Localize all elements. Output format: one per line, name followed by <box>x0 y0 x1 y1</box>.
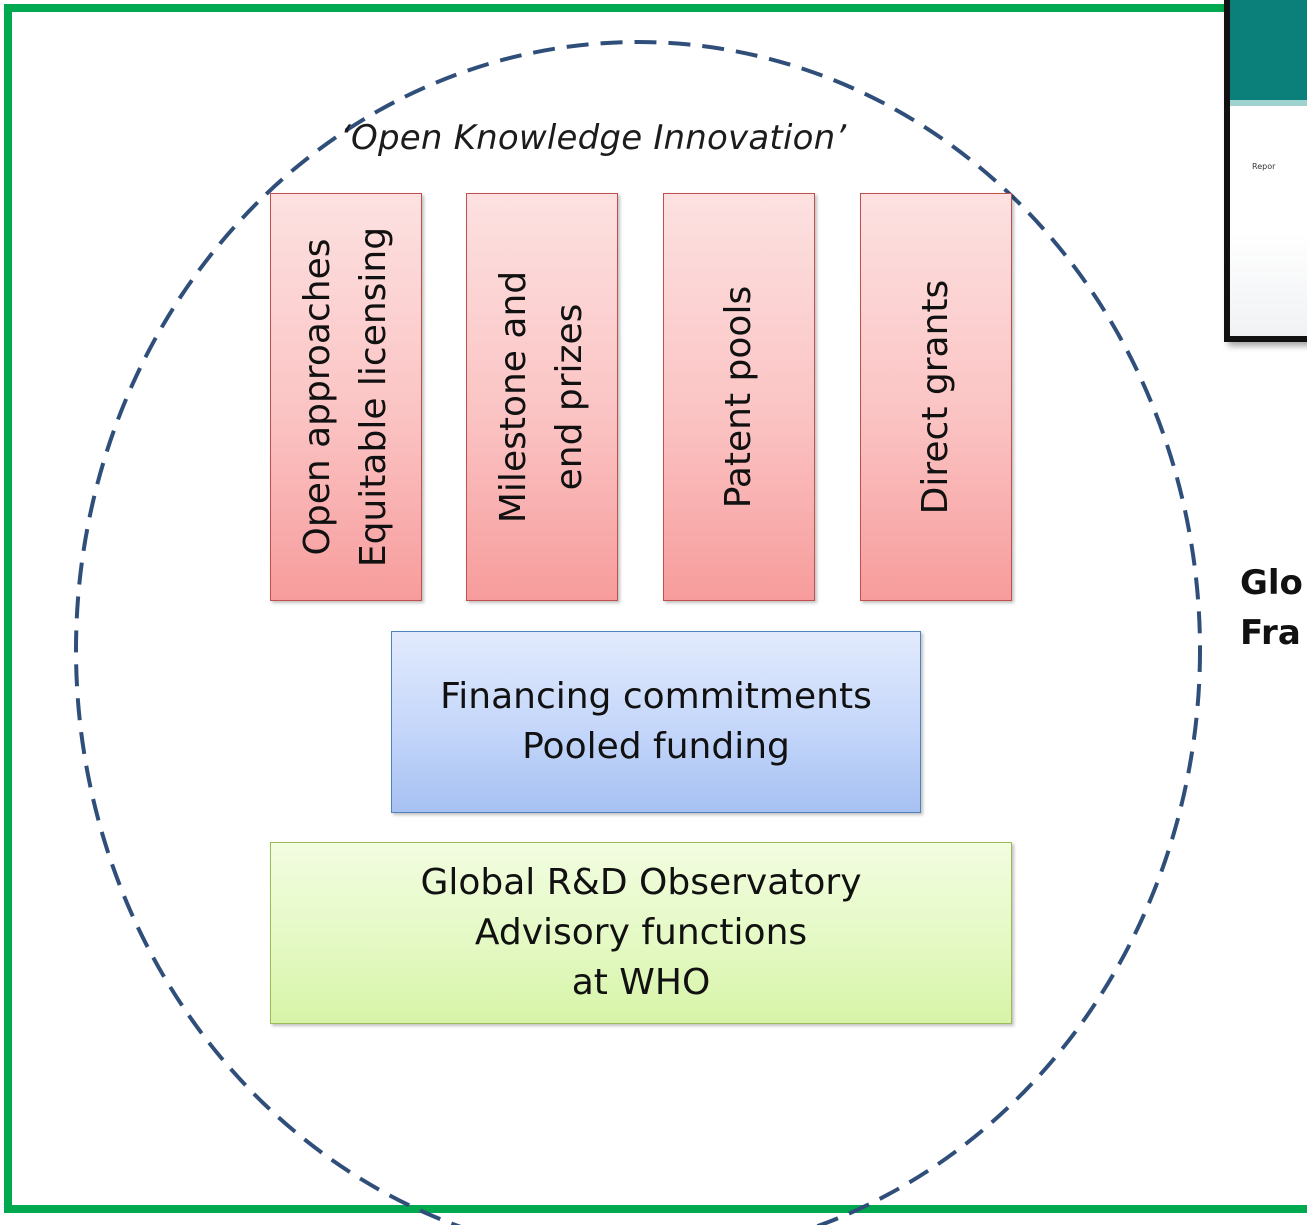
side-label-line2: Fra <box>1240 613 1301 653</box>
open-knowledge-innovation-caption: ‘Open Knowledge Innovation’ <box>340 118 847 158</box>
dashed-circle-outline <box>74 40 1202 1225</box>
pillar-direct-grants: Direct grants <box>860 193 1012 601</box>
pillar-open-approaches-line1: Open approaches <box>297 238 338 556</box>
financing-line1: Financing commitments <box>440 676 872 717</box>
pillar-patent-pools-line1: Patent pools <box>718 285 759 509</box>
report-thumbnail-footer <box>1230 232 1307 336</box>
side-label-line1: Glo <box>1240 563 1303 603</box>
report-thumbnail-header-band <box>1230 0 1307 100</box>
pillar-milestone-prizes: Milestone and end prizes <box>466 193 618 601</box>
pillar-open-approaches: Open approaches Equitable licensing <box>270 193 422 601</box>
pillar-milestone-prizes-line2: end prizes <box>549 303 590 491</box>
pillar-milestone-prizes-text: Milestone and end prizes <box>486 197 598 597</box>
pillar-milestone-prizes-line1: Milestone and <box>493 270 534 524</box>
pillar-patent-pools: Patent pools <box>663 193 815 601</box>
pillar-direct-grants-line1: Direct grants <box>915 279 956 515</box>
observatory-line1: Global R&D Observatory <box>420 862 862 903</box>
pillar-patent-pools-text: Patent pools <box>711 197 767 597</box>
observatory-line2: Advisory functions <box>474 912 808 953</box>
pillar-direct-grants-text: Direct grants <box>908 197 964 597</box>
pillar-open-approaches-text: Open approaches Equitable licensing <box>290 197 402 597</box>
pillar-open-approaches-line2: Equitable licensing <box>353 226 394 568</box>
green-frame <box>4 4 1307 1213</box>
observatory-box: Global R&D Observatory Advisory function… <box>270 842 1012 1024</box>
financing-box: Financing commitments Pooled funding <box>391 631 921 813</box>
side-label-truncated: Glo Fra <box>1240 558 1303 658</box>
financing-line2: Pooled funding <box>522 726 790 767</box>
observatory-line3: at WHO <box>571 962 711 1003</box>
report-thumbnail-stripe <box>1230 100 1307 106</box>
report-thumbnail: Repor <box>1224 0 1307 342</box>
report-thumbnail-text: Repor <box>1252 162 1276 171</box>
